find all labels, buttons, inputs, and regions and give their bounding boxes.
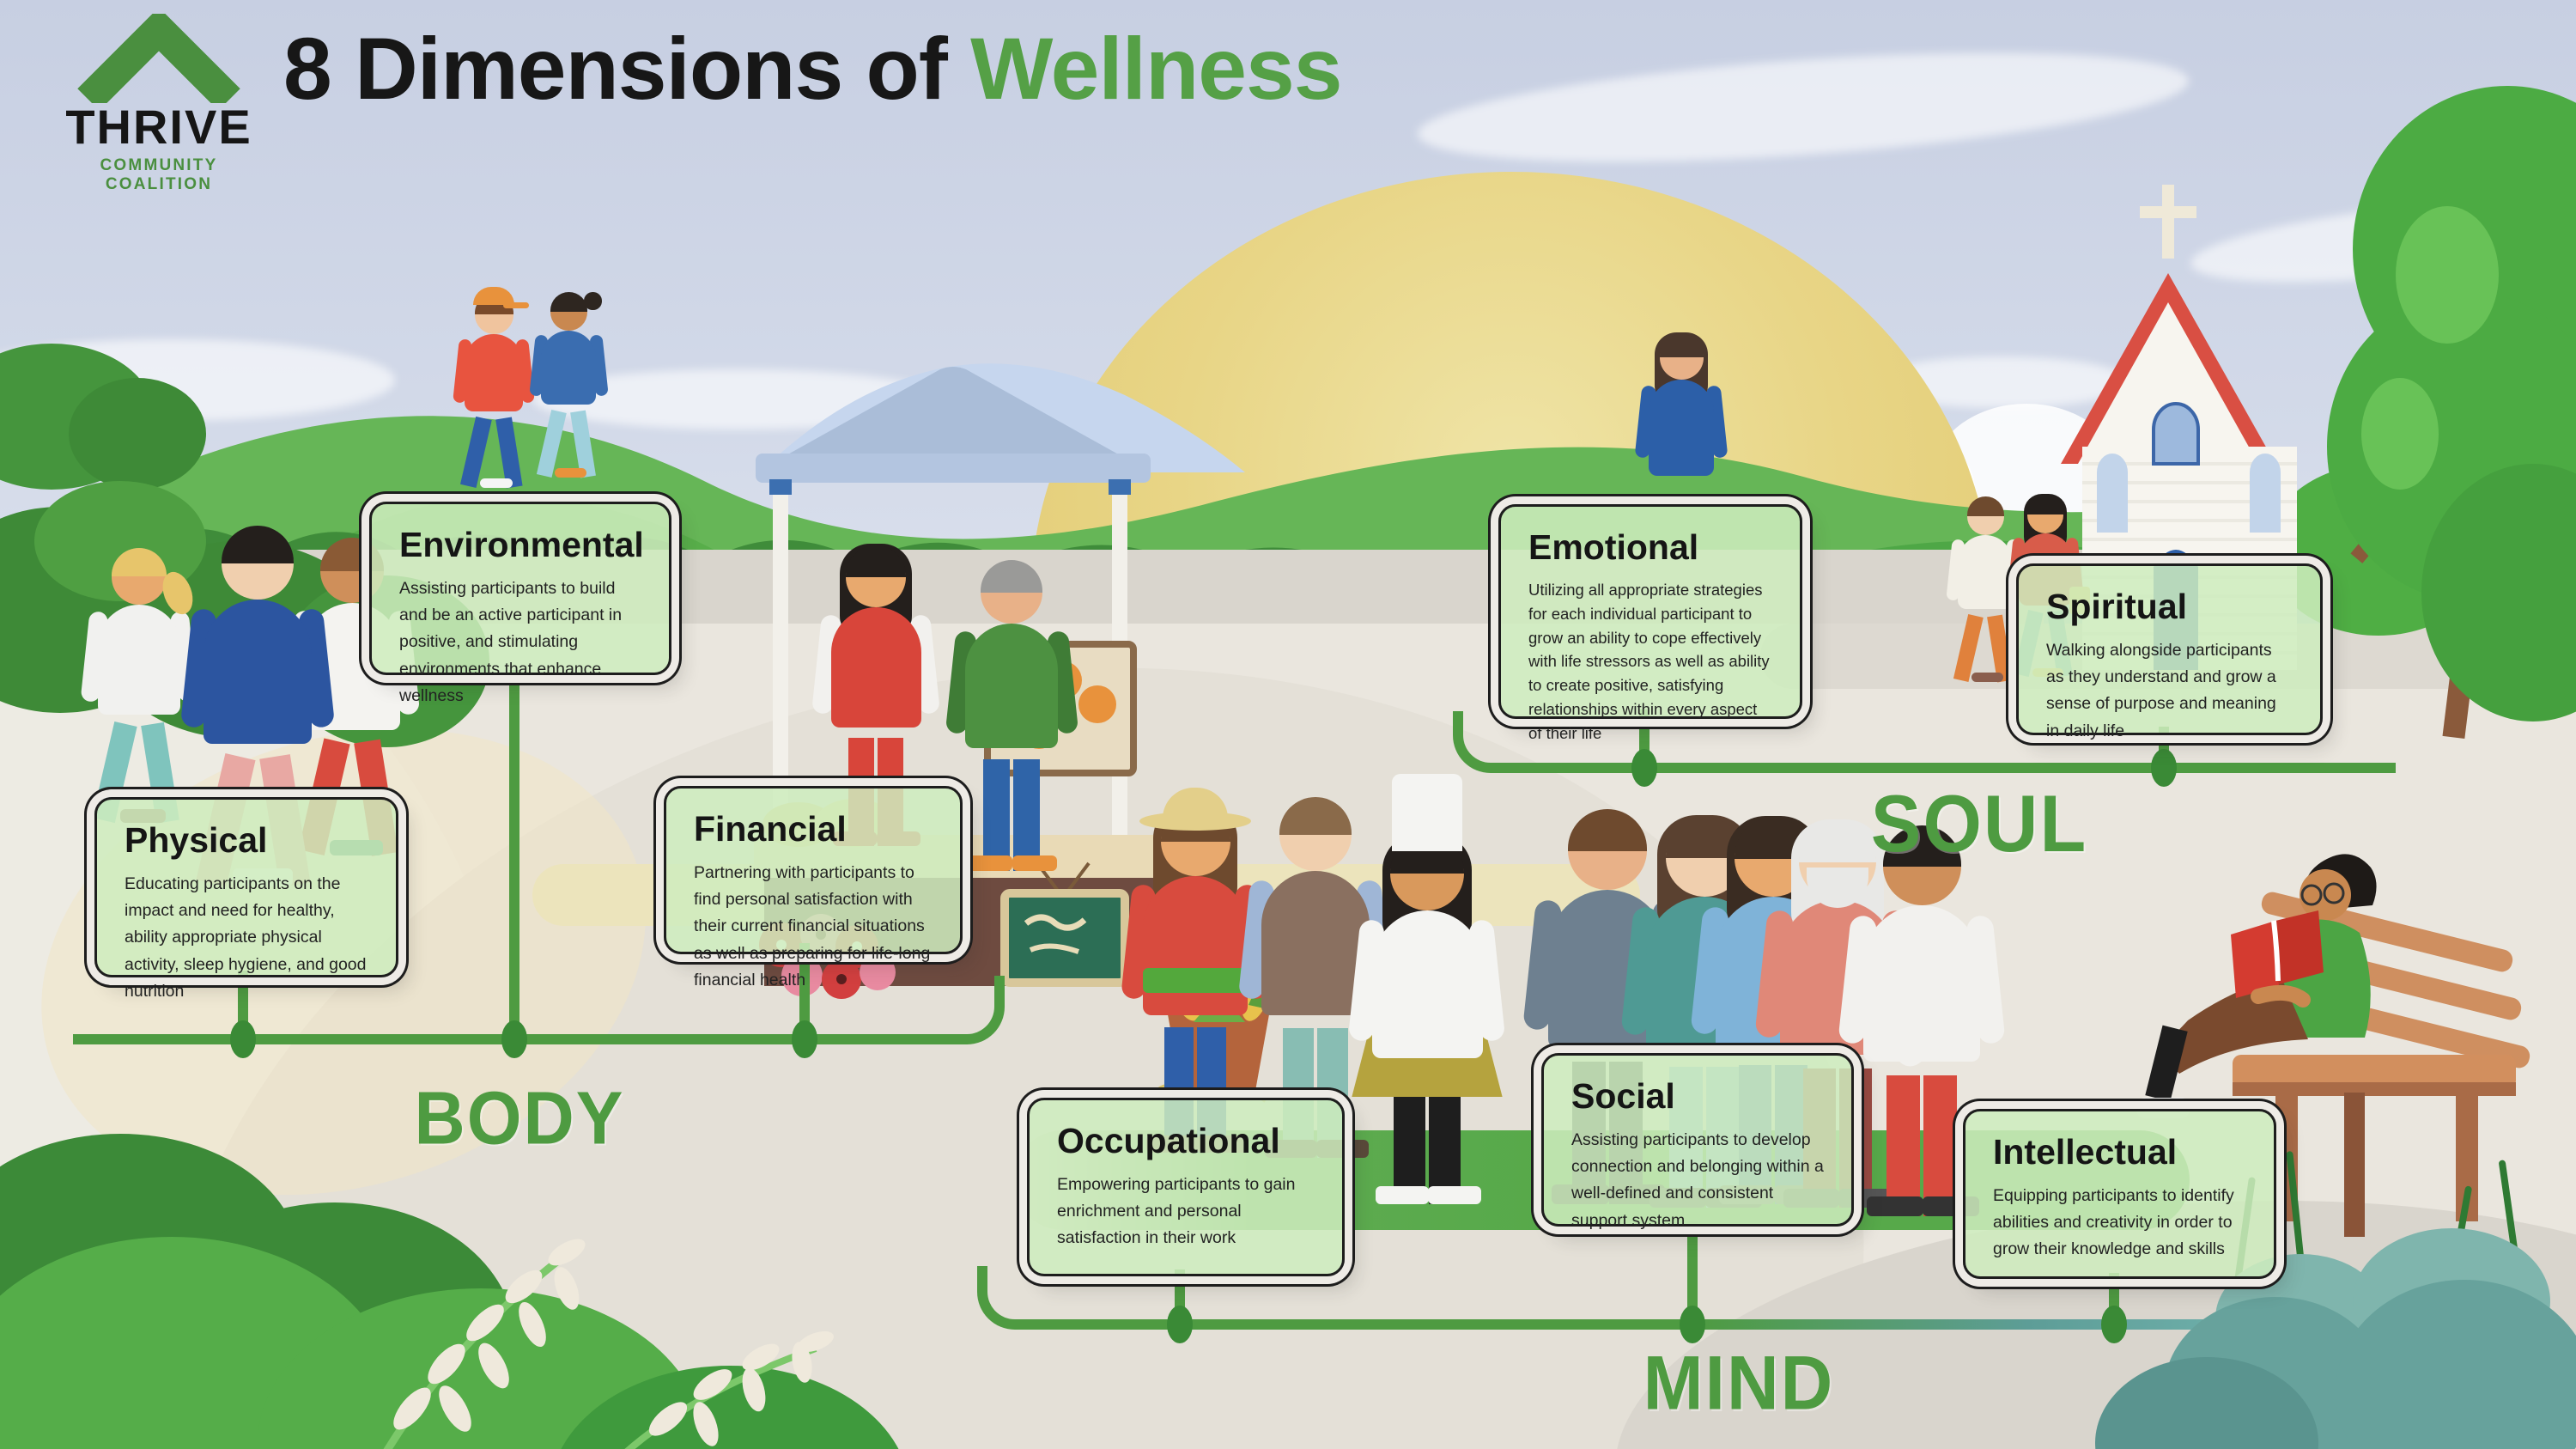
card-spiritual-title: Spiritual bbox=[2046, 587, 2188, 626]
connector-node bbox=[2151, 749, 2177, 787]
connector-line-mind bbox=[1018, 1319, 2250, 1330]
connector-node bbox=[792, 1020, 817, 1058]
card-environmental: Environmental Assisting participants to … bbox=[369, 502, 671, 705]
connector-node bbox=[2101, 1306, 2127, 1343]
card-environmental-title: Environmental bbox=[399, 525, 644, 564]
card-social: Social Assisting participants to develop… bbox=[1541, 1053, 1854, 1230]
card-physical-title: Physical bbox=[125, 820, 268, 860]
card-physical: Physical Educating participants on the i… bbox=[94, 797, 398, 1001]
connector-node bbox=[1680, 1306, 1705, 1343]
chevron-logo-icon bbox=[77, 14, 240, 103]
card-emotional-title: Emotional bbox=[1528, 527, 1699, 567]
card-occupational: Occupational Empowering participants to … bbox=[1027, 1098, 1345, 1276]
person-church-walker-man bbox=[1930, 496, 2041, 683]
page-title-prefix: 8 Dimensions of bbox=[283, 20, 971, 118]
connector-stem-environmental bbox=[509, 670, 519, 1041]
card-occupational-description: Empowering participants to gain enrichme… bbox=[1057, 1175, 1296, 1248]
page-title: 8 Dimensions of Wellness bbox=[283, 19, 1342, 119]
person-meditating-woman bbox=[1616, 332, 1747, 554]
card-intellectual-description: Equipping participants to identify abili… bbox=[1993, 1186, 2234, 1259]
big-tree-illustration bbox=[2301, 52, 2576, 825]
bottom-left-bushes bbox=[0, 1082, 945, 1449]
card-occupational-title: Occupational bbox=[1057, 1121, 1280, 1160]
left-bush bbox=[0, 326, 223, 498]
connector-node bbox=[1167, 1306, 1193, 1343]
group-label-soul: SOUL bbox=[1870, 778, 2088, 868]
card-social-title: Social bbox=[1571, 1076, 1675, 1116]
card-social-description: Assisting participants to develop connec… bbox=[1571, 1130, 1824, 1230]
bottom-right-bushes bbox=[2095, 1142, 2576, 1449]
person-hiker-boy bbox=[436, 287, 552, 489]
card-financial: Financial Partnering with participants t… bbox=[664, 786, 963, 989]
bench-reader-illustration bbox=[2129, 825, 2542, 1254]
card-intellectual-title: Intellectual bbox=[1993, 1132, 2178, 1172]
page-title-highlight: Wellness bbox=[970, 20, 1342, 118]
card-physical-description: Educating participants on the impact and… bbox=[125, 874, 367, 1001]
connector-node bbox=[230, 1020, 256, 1058]
card-environmental-description: Assisting participants to build and be a… bbox=[399, 579, 623, 705]
card-spiritual: Spiritual Walking alongside participants… bbox=[2016, 563, 2323, 740]
wheat-icon bbox=[383, 1239, 834, 1449]
group-label-body: BODY bbox=[414, 1077, 625, 1160]
connector-stem-financial bbox=[799, 943, 810, 1041]
card-spiritual-description: Walking alongside participants as they u… bbox=[2046, 641, 2276, 740]
person-jogger-woman bbox=[57, 547, 222, 824]
connector-node bbox=[501, 1020, 527, 1058]
person-chef-woman bbox=[1316, 774, 1538, 1204]
card-emotional: Emotional Utilizing all appropriate stra… bbox=[1498, 504, 1802, 742]
person-hiker-girl bbox=[513, 292, 624, 478]
group-label-mind: MIND bbox=[1643, 1340, 1835, 1426]
person-customer-man bbox=[918, 559, 1104, 871]
logo-subtitle: COMMUNITY COALITION bbox=[100, 156, 218, 193]
logo-title: THRIVE bbox=[65, 100, 252, 154]
header: THRIVE COMMUNITY COALITION 8 Dimensions … bbox=[0, 0, 2576, 198]
card-emotional-description: Utilizing all appropriate strategies for… bbox=[1528, 581, 1770, 742]
person-social-man-waving bbox=[1805, 825, 2039, 1216]
connector-node bbox=[1631, 749, 1657, 787]
thrive-logo: THRIVE COMMUNITY COALITION bbox=[47, 14, 270, 193]
card-financial-description: Partnering with participants to find per… bbox=[694, 863, 931, 989]
connector-stem-social bbox=[1687, 1221, 1698, 1323]
card-intellectual: Intellectual Equipping participants to i… bbox=[1963, 1109, 2276, 1279]
card-financial-title: Financial bbox=[694, 809, 847, 849]
